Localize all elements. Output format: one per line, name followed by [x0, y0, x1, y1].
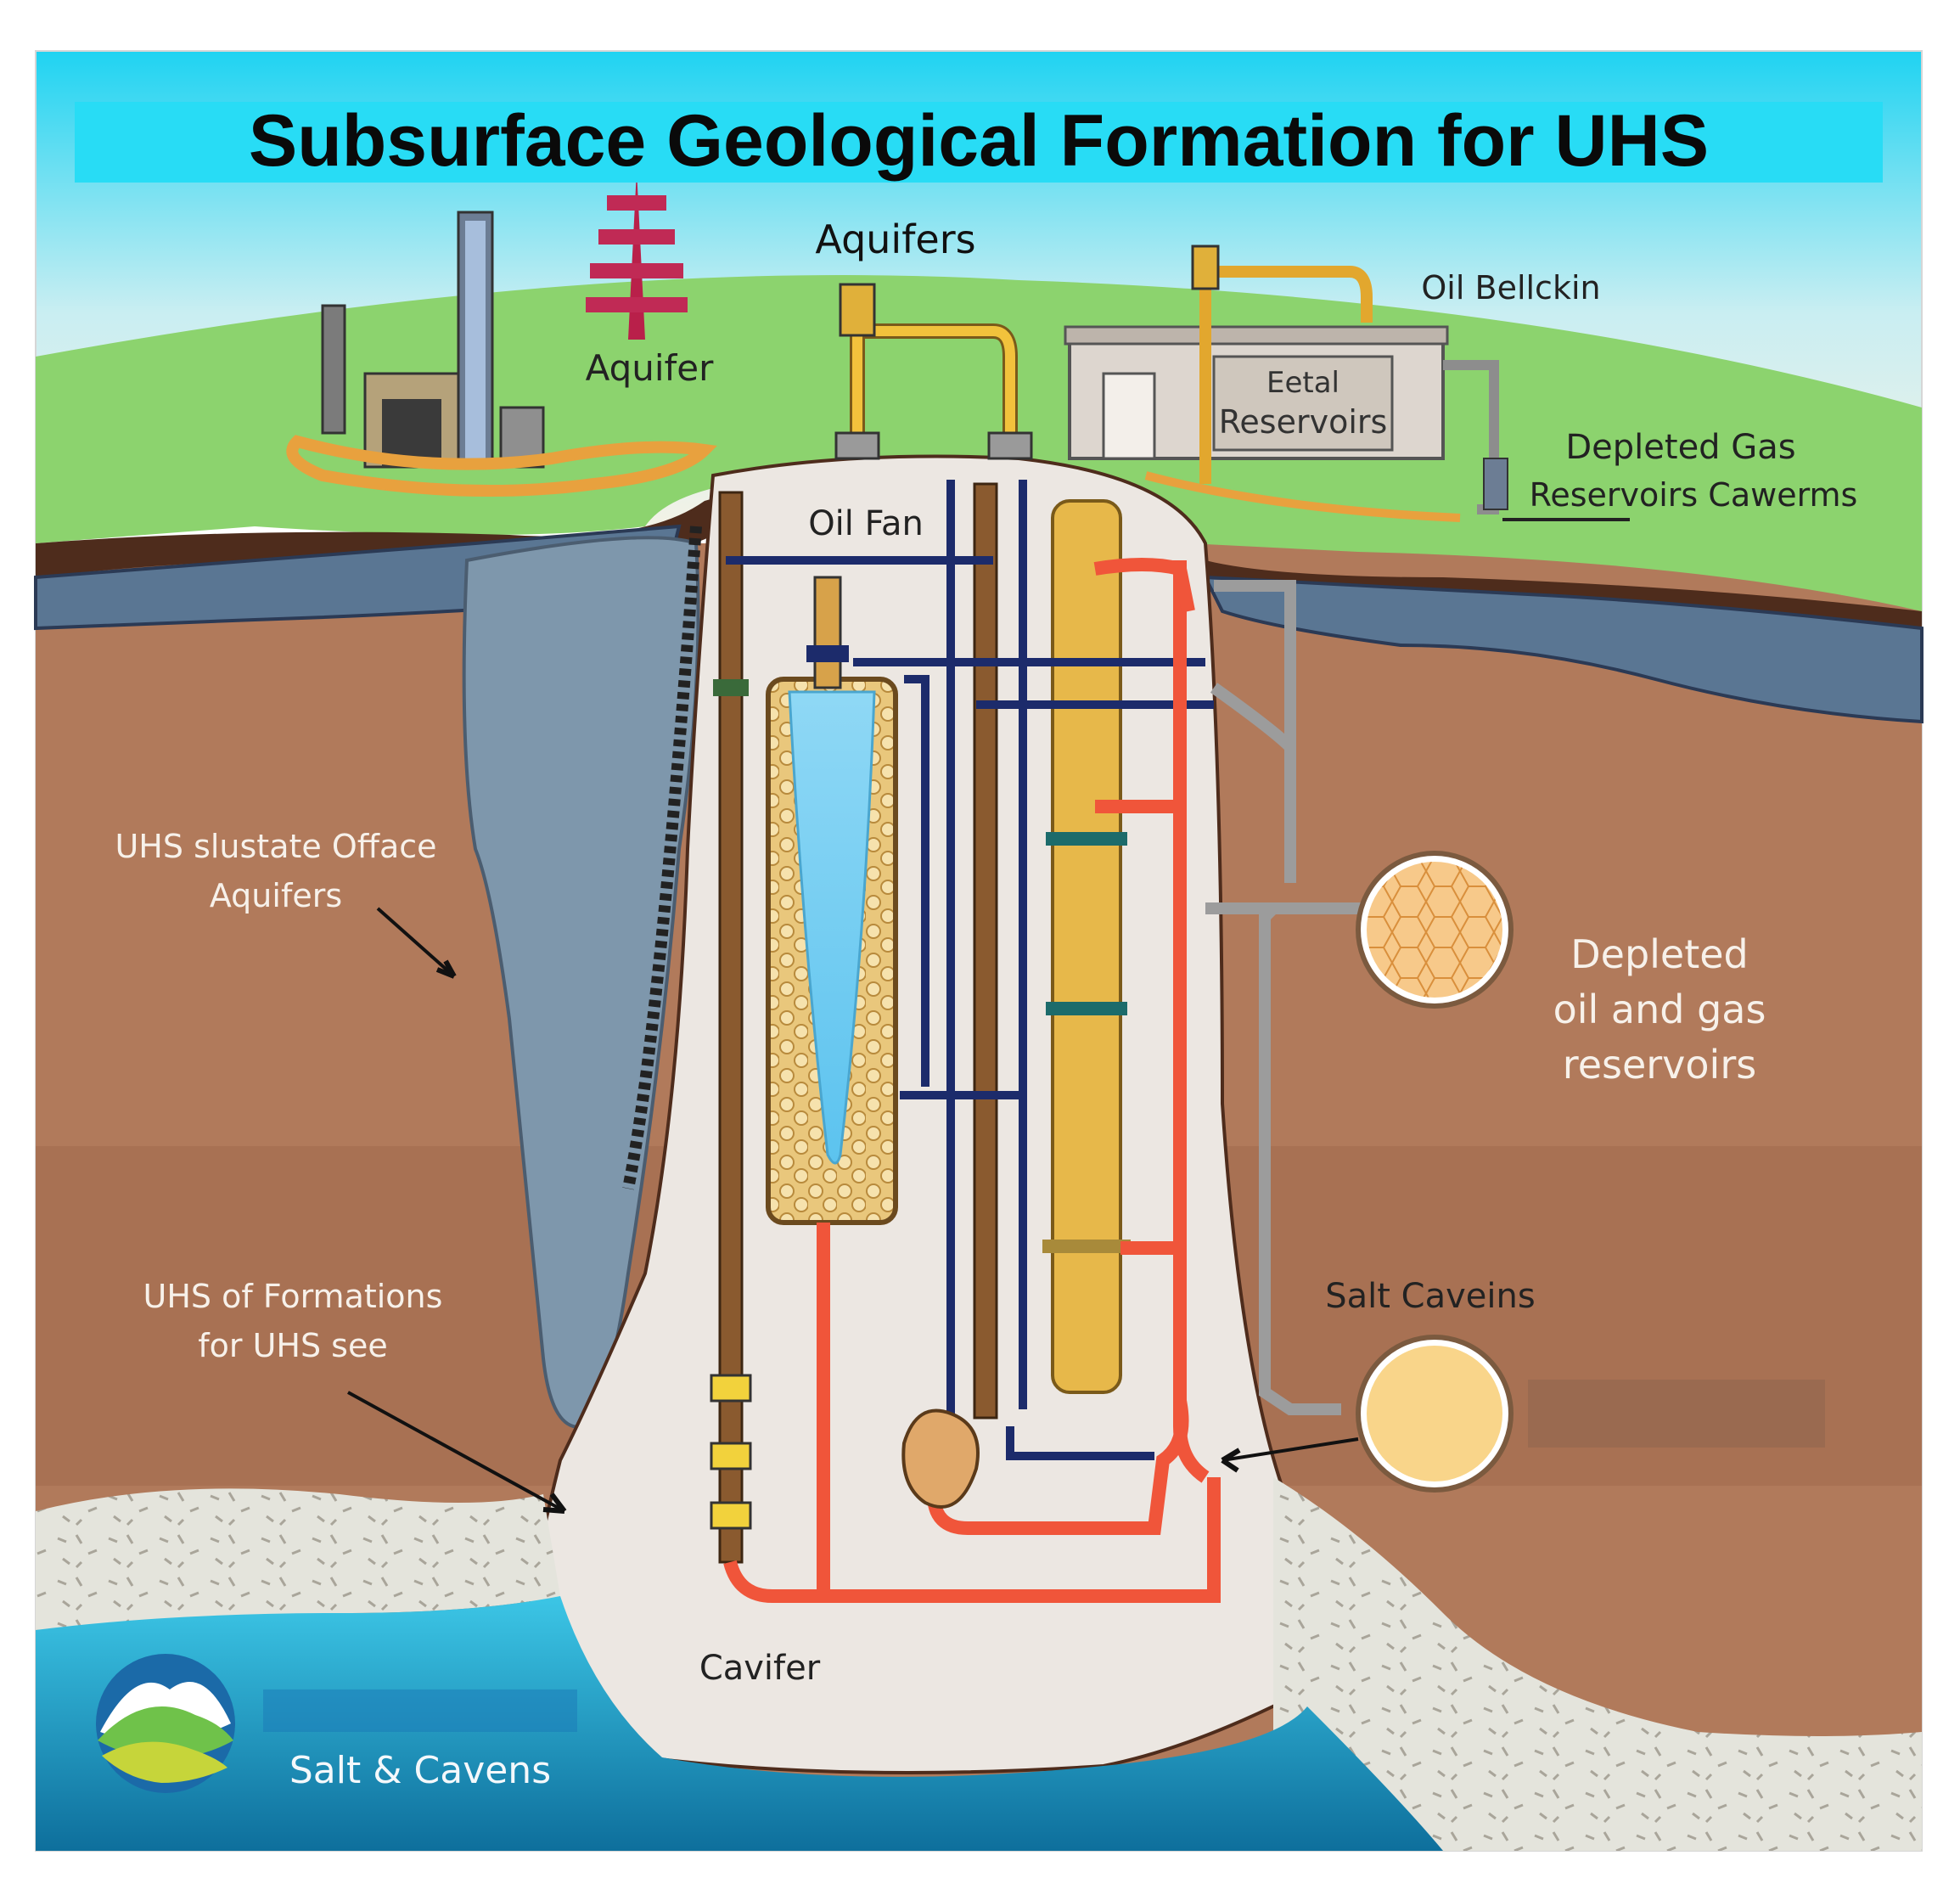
- label-uhs-substate-line2: Aquifers: [210, 877, 342, 914]
- navy-pipes: [726, 480, 1214, 1460]
- salt-layer-right: [1273, 1477, 1922, 1851]
- logo-caption: Salt & Cavens: [289, 1749, 551, 1792]
- storage-column: [766, 576, 898, 1225]
- groundwater-lens-right: [1202, 575, 1923, 724]
- label-depleted-gas-line2: Reservoirs Cawerms: [1530, 476, 1858, 514]
- label-oil-building: Oil Bellckin: [1421, 269, 1600, 306]
- label-uhs-substate-line1: UHS slustate Offace: [115, 828, 436, 865]
- title-band: [75, 102, 1883, 183]
- label-depleted-gas-line1: Depleted Gas: [1565, 428, 1795, 467]
- left-valves: [710, 679, 752, 1530]
- label-depleted-oil-line2: oil and gas: [1553, 987, 1766, 1032]
- central-wellhead: [834, 283, 1033, 460]
- depleted-gas-underline: [1502, 518, 1630, 521]
- brown-pipes: [718, 482, 998, 1564]
- blank-label-box: [1528, 1380, 1825, 1448]
- page-title: Subsurface Geological Formation for UHS: [249, 100, 1709, 182]
- grey-connectors: [1205, 580, 1367, 1415]
- salt-cavern-circle: [1356, 1335, 1514, 1493]
- label-retail-line2: Reservoirs: [1219, 403, 1388, 441]
- label-uhs-formations-line2: for UHS see: [198, 1327, 387, 1364]
- label-retail-line1: Eetal: [1266, 366, 1339, 400]
- logo-bar: [263, 1689, 577, 1732]
- honeycomb-circle: [1356, 851, 1514, 1009]
- sea-layer: [36, 1596, 1443, 1851]
- arrows: [347, 907, 1359, 1514]
- pump-unit: [901, 1408, 980, 1509]
- label-depleted-oil-line3: reservoirs: [1563, 1042, 1756, 1088]
- label-salt-caverns: Salt Caveins: [1325, 1277, 1535, 1316]
- segmented-column: [1042, 499, 1131, 1394]
- reservoir-building: [1064, 245, 1508, 522]
- label-aquifers: Aquifers: [815, 216, 975, 262]
- red-pipes: [723, 558, 1221, 1603]
- label-cavifer: Cavifer: [699, 1649, 821, 1688]
- aquifer-rig-tower: [586, 170, 688, 340]
- label-aquifer: Aquifer: [586, 347, 715, 389]
- logo-icon: [96, 1654, 235, 1793]
- label-oil-fan: Oil Fan: [808, 504, 924, 543]
- label-depleted-oil-line1: Depleted: [1570, 931, 1749, 977]
- label-uhs-formations-line1: UHS of Formations: [143, 1278, 443, 1315]
- salt-layer: [36, 1488, 560, 1630]
- industrial-plant: [286, 211, 717, 497]
- grass-hill: [36, 275, 1922, 611]
- drill-chain: [622, 526, 702, 1190]
